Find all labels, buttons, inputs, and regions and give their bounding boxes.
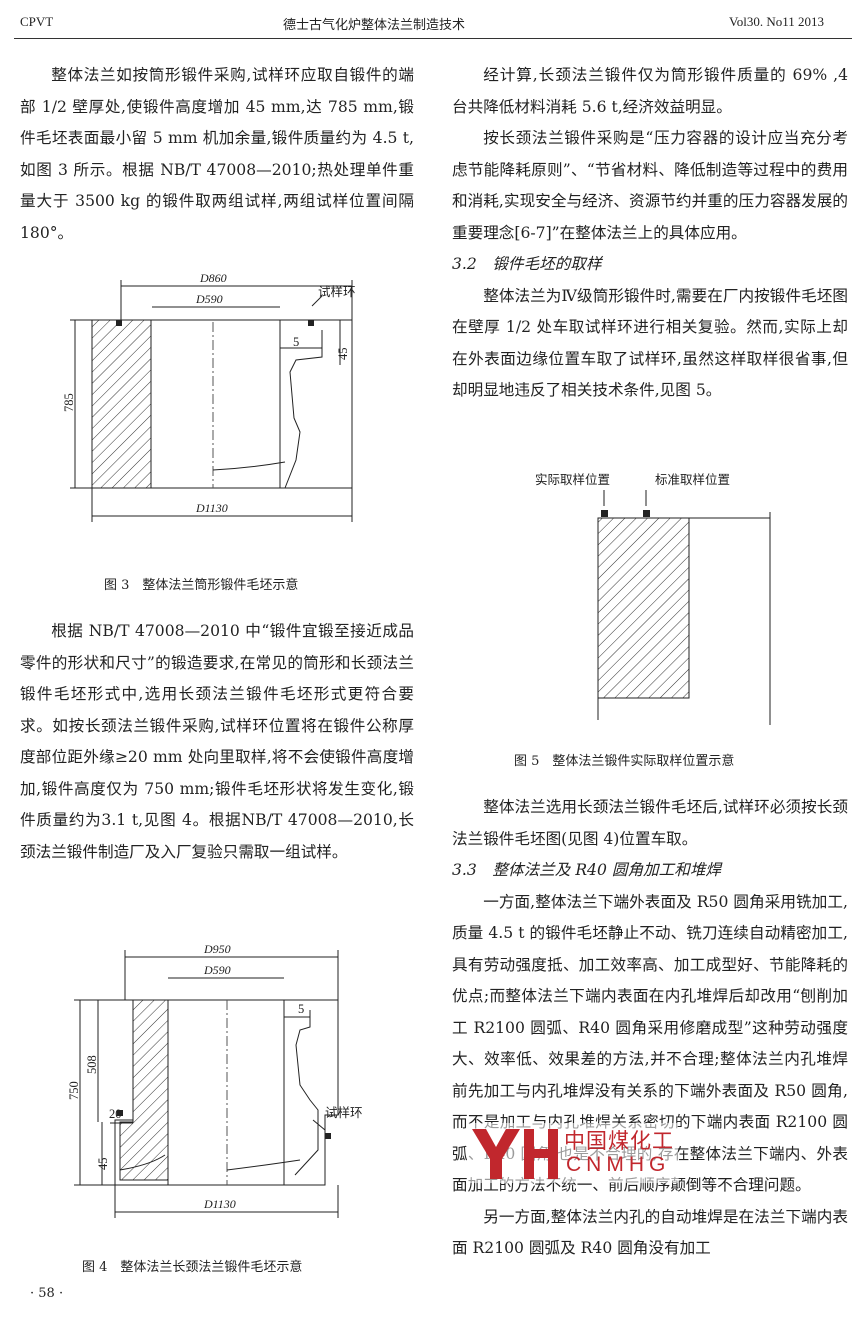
- paragraph: 整体法兰为Ⅳ级筒形锻件时,需要在厂内按锻件毛坯图在壁厚 1/2 处车取试样环进行…: [452, 286, 848, 400]
- fig3-ring-marker-right: [308, 320, 314, 326]
- logo-mark-icon: [472, 1129, 558, 1179]
- fig4-height-total: 750: [67, 1081, 81, 1100]
- figure-3-caption: 图 3 整体法兰筒形锻件毛坯示意: [104, 578, 299, 593]
- fig3-d-bottom: D1130: [195, 501, 228, 515]
- watermark-en: CNMHG: [566, 1153, 671, 1176]
- journal-abbrev: CPVT: [20, 14, 54, 29]
- left-column-bottom: 根据 NB/T 47008—2010 中“锻件宜锻至接近成品零件的形状和尺寸”的…: [20, 616, 414, 868]
- fig3-ring-label: 试样环: [318, 284, 356, 299]
- fig4-height-neck: 508: [85, 1055, 99, 1074]
- fig5-label-standard: 标准取样位置: [655, 472, 730, 487]
- fig4-d-inner: D590: [203, 963, 231, 977]
- section-heading-3-3: 3.3 整体法兰及 R40 圆角加工和堆焊: [452, 861, 722, 879]
- fig5-actual-marker: [601, 510, 608, 517]
- fig5-label-actual: 实际取样位置: [535, 472, 610, 487]
- paragraph: 整体法兰如按筒形锻件采购,试样环应取自锻件的端部 1/2 壁厚处,使锻件高度增加…: [20, 66, 414, 242]
- paragraph: 根据 NB/T 47008—2010 中“锻件宜锻至接近成品零件的形状和尺寸”的…: [20, 622, 414, 861]
- fig3-ring-marker-left: [116, 320, 122, 326]
- figure-5-caption: 图 5 整体法兰锻件实际取样位置示意: [514, 754, 735, 769]
- fig3-d-outer: D860: [199, 271, 227, 285]
- paragraph: 经计算,长颈法兰锻件仅为筒形锻件质量的 69% ,4 台共降低材料消耗 5.6 …: [452, 66, 848, 116]
- fig4-dim-45: 45: [96, 1158, 110, 1171]
- paragraph: 另一方面,整体法兰内孔的自动堆焊是在法兰下端内表面 R2100 圆弧及 R40 …: [452, 1207, 848, 1258]
- section-heading-3-2: 3.2 锻件毛坯的取样: [452, 255, 602, 273]
- fig5-standard-marker: [643, 510, 650, 517]
- right-column-top: 经计算,长颈法兰锻件仅为筒形锻件质量的 69% ,4 台共降低材料消耗 5.6 …: [452, 60, 848, 407]
- volume-info: Vol30. No11 2013: [729, 14, 824, 29]
- fig3-dim-5: 5: [293, 335, 299, 349]
- fig3-d-inner: D590: [195, 292, 223, 306]
- fig4-dim-20: 20: [109, 1107, 122, 1121]
- fig4-dim-5: 5: [298, 1002, 304, 1016]
- paragraph: 整体法兰选用长颈法兰锻件毛坯后,试样环必须按长颈法兰锻件毛坯图(见图 4)位置车…: [452, 798, 848, 848]
- left-column-top: 整体法兰如按筒形锻件采购,试样环应取自锻件的端部 1/2 壁厚处,使锻件高度增加…: [20, 60, 414, 249]
- fig4-ring-label: 试样环: [325, 1105, 363, 1120]
- fig4-d-bottom: D1130: [203, 1197, 236, 1211]
- paragraph: 一方面,整体法兰下端外表面及 R50 圆角采用铣加工,质量 4.5 t 的锻件毛…: [452, 892, 848, 1195]
- header-rule: [14, 38, 852, 39]
- page-number: · 58 ·: [30, 1286, 64, 1301]
- fig4-d-outer: D950: [203, 942, 231, 956]
- fig3-height: 785: [62, 393, 76, 412]
- watermark-cn: 中国煤化工: [564, 1129, 674, 1153]
- paragraph: 按长颈法兰锻件采购是“压力容器的设计应当充分考虑节能降耗原则”、“节省材料、降低…: [452, 129, 848, 242]
- fig3-dim-45: 45: [336, 348, 350, 361]
- fig4-ring-marker-left: [117, 1110, 123, 1116]
- figure-4-caption: 图 4 整体法兰长颈法兰锻件毛坯示意: [82, 1260, 303, 1275]
- fig4-ring-marker-right: [325, 1133, 331, 1139]
- running-title: 德士古气化炉整体法兰制造技术: [283, 17, 466, 32]
- right-column-bottom: 整体法兰选用长颈法兰锻件毛坯后,试样环必须按长颈法兰锻件毛坯图(见图 4)位置车…: [452, 792, 848, 1265]
- watermark-logo: 中国煤化工 CNMHG: [468, 1123, 678, 1183]
